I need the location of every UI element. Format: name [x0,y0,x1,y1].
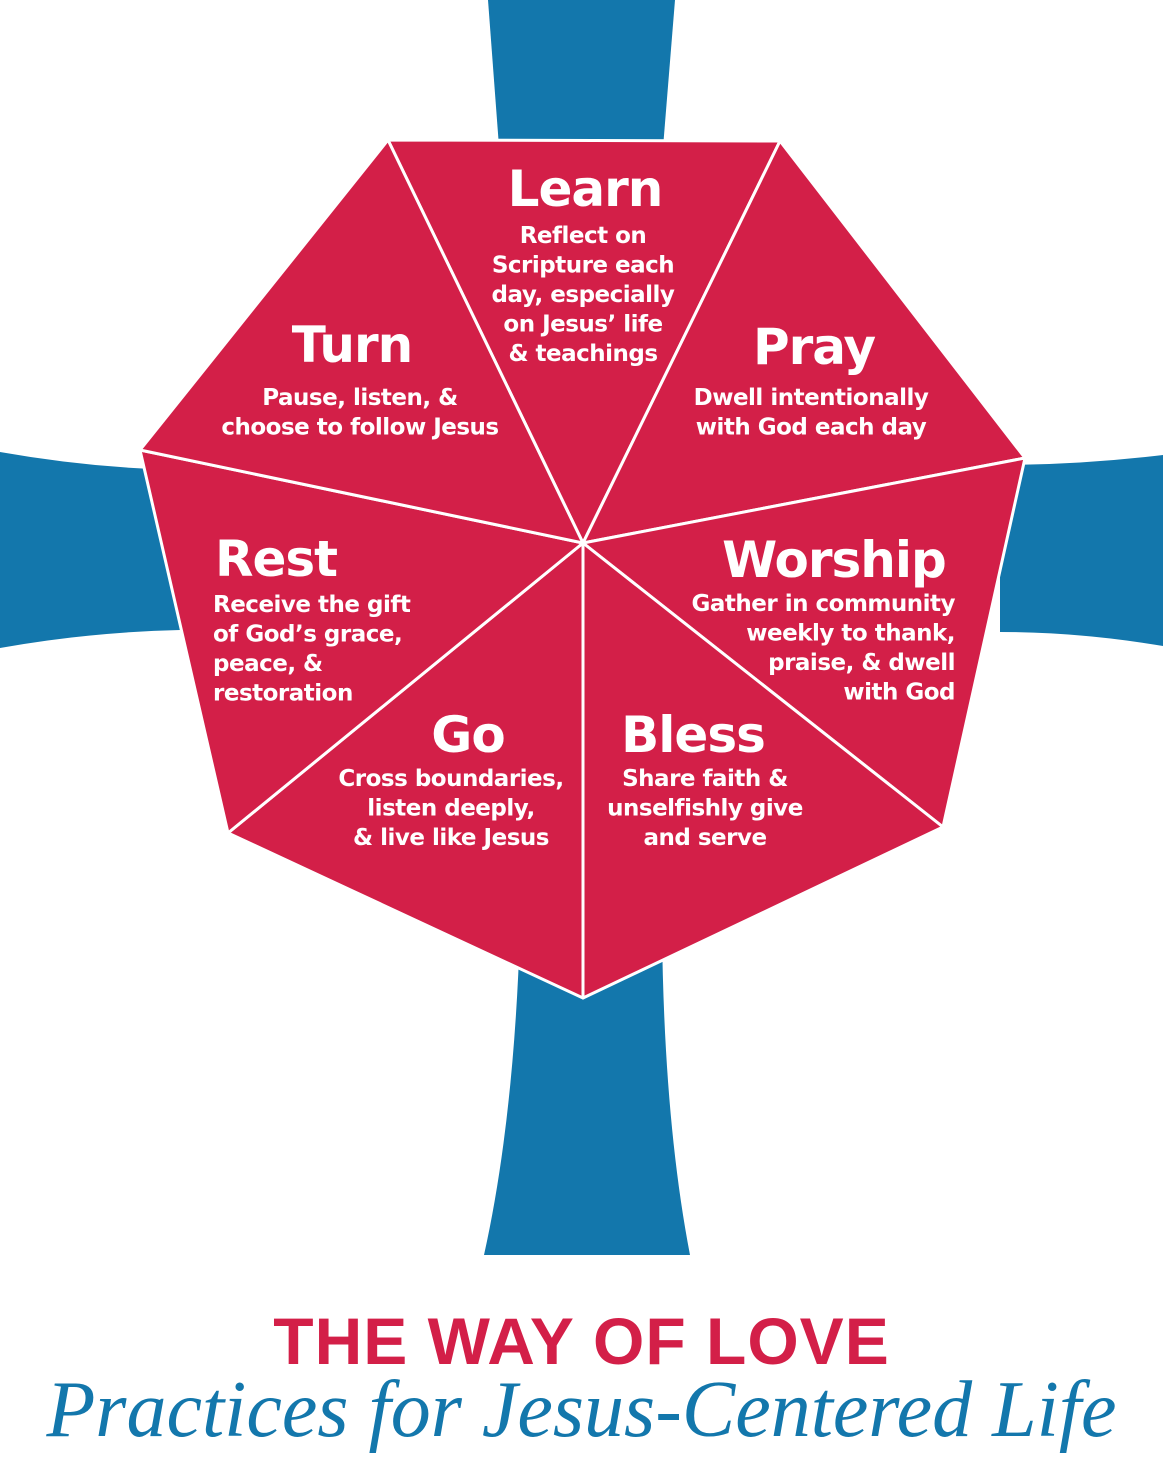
practice-desc-line: with God [843,680,955,706]
practice-desc-line: weekly to thank, [746,621,955,647]
practice-desc-line: Pause, listen, & [262,385,458,411]
practice-desc-line: Scripture each [492,253,674,279]
practice-desc-line: of God’s grace, [213,622,402,648]
practice-desc-turn: Pause, listen, & choose to follow Jesus [221,385,498,441]
practice-title-learn: Learn [508,160,663,218]
practice-title-turn: Turn [292,316,412,374]
practice-desc-line: unselfishly give [607,796,803,822]
practice-desc-line: Dwell intentionally [694,385,929,411]
practice-desc-line: with God each day [696,415,927,441]
practice-title-bless: Bless [621,706,765,764]
practice-desc-line: Reflect on [520,223,647,249]
practice-desc-line: on Jesus’ life [503,312,662,338]
practice-title-worship: Worship [722,531,946,589]
practice-title-pray: Pray [753,318,876,376]
cross-left-arm [0,452,180,648]
practice-desc-line: Gather in community [692,591,956,617]
practice-desc-line: Share faith & [622,766,788,792]
practice-desc-line: listen deeply, [367,796,534,822]
page-title: THE WAY OF LOVE [273,1304,890,1378]
practice-desc-line: & live like Jesus [353,825,549,851]
practice-desc-go: Cross boundaries, listen deeply, & live li… [338,766,563,851]
practice-desc-line: & teachings [508,341,657,367]
practice-desc-line: choose to follow Jesus [221,415,498,441]
practice-desc-line: Cross boundaries, [338,766,563,792]
practice-desc-line: restoration [213,681,353,707]
cross-top-arm [488,0,675,160]
practice-desc-learn: Reflect on Scripture each day, especially o… [492,223,675,367]
practice-labels: Learn Reflect on Scripture each day, espec… [213,160,956,851]
practice-desc-line: peace, & [213,651,323,677]
practice-desc-line: day, especially [492,282,675,308]
practice-title-go: Go [431,706,504,764]
practice-desc-worship: Gather in community weekly to thank, prais… [692,591,956,706]
practice-title-rest: Rest [215,530,337,588]
practice-desc-line: praise, & dwell [768,650,955,676]
practice-desc-rest: Receive the gift of God’s grace, peace, & r… [213,592,411,707]
practice-desc-pray: Dwell intentionally with God each day [694,385,929,441]
practice-desc-bless: Share faith & unselfishly give and serve [607,766,803,851]
cross [0,0,1163,1255]
practice-wheel [138,138,1027,1000]
practice-desc-line: Receive the gift [213,592,411,618]
cross-right-arm [1000,455,1163,646]
cross-bottom-arm [484,930,690,1255]
segment-turn [138,138,585,545]
practice-desc-line: and serve [643,825,766,851]
page-subtitle: Practices for Jesus-Centered Life [46,1366,1117,1454]
